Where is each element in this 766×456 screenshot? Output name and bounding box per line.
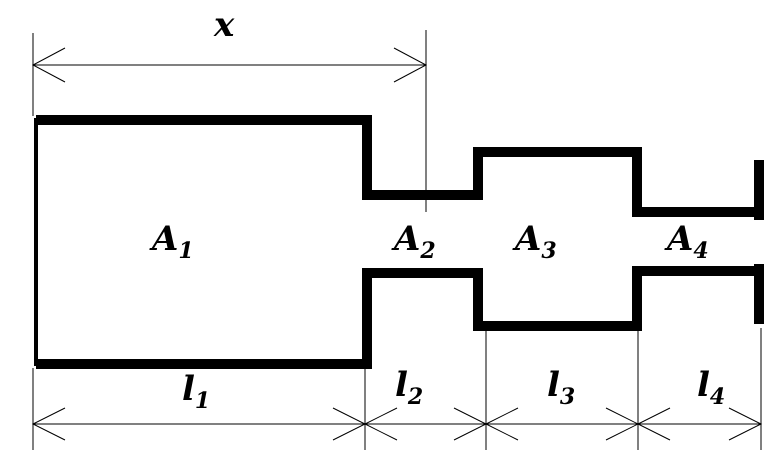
l3-arrow-left bbox=[484, 407, 519, 441]
x-label: x bbox=[213, 5, 235, 45]
bar-top-edge bbox=[36, 115, 757, 217]
l4-arrow-left bbox=[636, 407, 671, 441]
dimension-lines bbox=[31, 30, 763, 450]
bar-outline bbox=[34, 115, 764, 369]
bar-bottom-edge bbox=[36, 266, 757, 369]
length-label-1: l1 bbox=[182, 369, 210, 414]
l4-arrow-right bbox=[728, 407, 763, 441]
area-label-3: A3 bbox=[512, 219, 557, 264]
x-arrow-right bbox=[393, 47, 428, 83]
area-label-2: A2 bbox=[391, 219, 436, 264]
l1-arrow-left bbox=[31, 407, 66, 441]
length-label-3: l3 bbox=[547, 365, 575, 410]
length-label-2: l2 bbox=[395, 365, 423, 410]
l2-arrow-left bbox=[363, 407, 398, 441]
length-label-4: l4 bbox=[697, 365, 725, 410]
area-label-4: A4 bbox=[664, 219, 709, 264]
x-arrow-left bbox=[31, 47, 66, 83]
area-label-1: A1 bbox=[149, 219, 194, 264]
